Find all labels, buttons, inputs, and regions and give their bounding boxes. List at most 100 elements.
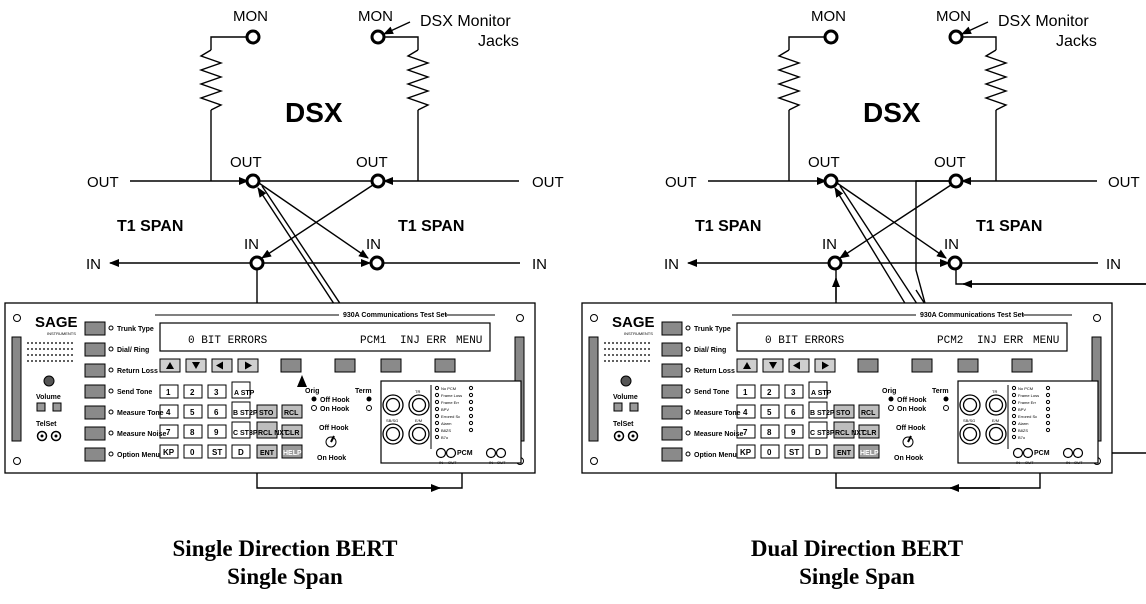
key-a: A STP <box>234 390 255 397</box>
in-jack-label-right: IN <box>366 236 381 253</box>
key-8: 8 <box>190 428 195 437</box>
key-rcl: RCL <box>284 410 299 417</box>
lcd-text-1: 0 BIT ERRORS <box>188 335 268 347</box>
key-8-2: 8 <box>767 428 772 437</box>
dsx-monitor-label: DSX Monitor <box>420 13 511 30</box>
key-1-2: 1 <box>743 388 748 397</box>
key-2-2: 2 <box>767 388 772 397</box>
off-hook-switch-label-2: Off Hook <box>896 425 926 432</box>
term-label-2: Term <box>932 388 949 395</box>
diagram-dual-direction: MON MON DSX Monitor Jacks DSX OUT OUT OU… <box>581 8 1146 589</box>
led-label-1: No PCM <box>441 386 456 391</box>
off-hook-label: Off Hook <box>320 397 350 404</box>
on-hook-label: On Hook <box>320 406 349 413</box>
caption-line-1-right: Dual Direction BERT <box>751 536 963 561</box>
pcm2-in-label: IN <box>489 460 493 465</box>
out-line-label-right: OUT <box>532 174 564 191</box>
orig-label-2: Orig <box>882 388 896 395</box>
key-st: ST <box>212 448 222 457</box>
key-ent: ENT <box>260 450 275 457</box>
t1-span-label-left: T1 SPAN <box>117 218 183 235</box>
mon-jack-left <box>245 29 261 45</box>
key-5: 5 <box>190 408 195 417</box>
led-label-7-2: B8ZS <box>1018 428 1028 433</box>
in-line-label-left-2: IN <box>664 256 679 273</box>
fkey-label-2: Dial/ Ring <box>117 347 149 354</box>
on-hook-label-2: On Hook <box>897 406 926 413</box>
mon-jack-left-2 <box>823 29 839 45</box>
fkey-label-6-2: Measure Noise <box>694 431 744 438</box>
pcm-label: PCM <box>457 450 473 457</box>
fkey-label-5-2: Measure Tone <box>694 410 741 417</box>
fkey-label-3-2: Return Loss <box>694 368 735 375</box>
led-label-6: Alarm <box>441 421 452 426</box>
key-st-2: ST <box>789 448 799 457</box>
fkey-label-2-2: Dial/ Ring <box>694 347 726 354</box>
led-label-3: Frame Err <box>441 400 460 405</box>
out-line-label-left-2: OUT <box>665 174 697 191</box>
fkey-label-1: Trunk Type <box>117 326 154 333</box>
key-b: B ST2P <box>233 410 258 417</box>
key-6: 6 <box>214 408 219 417</box>
mon-label-right-2: MON <box>936 8 971 25</box>
key-3-2: 3 <box>791 388 796 397</box>
fkey-label-6: Measure Noise <box>117 431 167 438</box>
key-7-2: 7 <box>743 428 748 437</box>
key-sto-2: STO <box>836 410 851 417</box>
t1-span-label-right-2: T1 SPAN <box>976 218 1042 235</box>
led-label-6-2: Alarm <box>1018 421 1029 426</box>
function-key-labels: Trunk Type Dial/ Ring Return Loss Send T… <box>117 326 167 459</box>
caption-line-1: Single Direction BERT <box>173 536 398 561</box>
lcd-text-3-2: INJ ERR <box>977 335 1024 347</box>
out-jack-left-2 <box>823 173 839 189</box>
key-kp-2: KP <box>740 448 752 457</box>
led-label-3-2: Frame Err <box>1018 400 1037 405</box>
key-4-2: 4 <box>743 408 748 417</box>
jack-label-sbsg-2: SB/SG <box>963 418 975 423</box>
mon-label-right: MON <box>358 8 393 25</box>
dsx-monitor-label-right: DSX Monitor <box>998 13 1089 30</box>
out-jack-label-right-2: OUT <box>934 154 966 171</box>
pcm-in-label: IN <box>439 460 443 465</box>
key-rcl-2: RCL <box>861 410 876 417</box>
led-label-8-2: B7o <box>1018 435 1026 440</box>
on-hook-switch-label-2: On Hook <box>894 455 923 462</box>
led-label-5: Errored Sc <box>441 414 460 419</box>
softkey-pointer-icon <box>297 375 307 387</box>
in-jack-label-left-2: IN <box>822 236 837 253</box>
off-hook-label-2: Off Hook <box>897 397 927 404</box>
model-label: 930A Communications Test Set <box>343 312 448 319</box>
caption-line-2: Single Span <box>227 564 343 589</box>
pcm-in-label-2: IN <box>1016 460 1020 465</box>
function-key-labels-2: Trunk Type Dial/ Ring Return Loss Send T… <box>694 326 744 459</box>
out-line-label-left: OUT <box>87 174 119 191</box>
in-line-label-left: IN <box>86 256 101 273</box>
key-b-2: B ST2P <box>810 410 835 417</box>
in-jack-left-2 <box>827 255 843 271</box>
in-jack-label-right-2: IN <box>944 236 959 253</box>
key-7: 7 <box>166 428 171 437</box>
fkey-label-1-2: Trunk Type <box>694 326 731 333</box>
mon-label-left-2: MON <box>811 8 846 25</box>
led-label-4-2: BPV <box>1018 407 1026 412</box>
brand-logo: SAGE <box>35 314 78 331</box>
pcm-out-label-2: OUT <box>1025 460 1034 465</box>
fkey-label-3: Return Loss <box>117 368 158 375</box>
key-clr-2: CLR <box>862 430 876 437</box>
caption-line-2-right: Single Span <box>799 564 915 589</box>
volume-label-2: Volume <box>613 394 638 401</box>
key-9: 9 <box>214 428 219 437</box>
fkey-label-7-2: Option Menu <box>694 452 737 459</box>
fkey-label-5: Measure Tone <box>117 410 164 417</box>
pcm2-out-label-2: OUT <box>1074 460 1083 465</box>
led-label-1-2: No PCM <box>1018 386 1033 391</box>
keypad-labels-2: 1 2 3 A STP 4 5 6 B ST2P STO RCL 7 8 9 C… <box>740 388 879 457</box>
key-3: 3 <box>214 388 219 397</box>
telset-label-2: TelSet <box>613 421 634 428</box>
pcm-out-label: OUT <box>448 460 457 465</box>
t1-span-label-right: T1 SPAN <box>398 218 464 235</box>
jack-label-tr: TR <box>415 389 420 394</box>
off-hook-switch-label: Off Hook <box>319 425 349 432</box>
telset-label: TelSet <box>36 421 57 428</box>
key-help: HELP <box>283 450 302 457</box>
